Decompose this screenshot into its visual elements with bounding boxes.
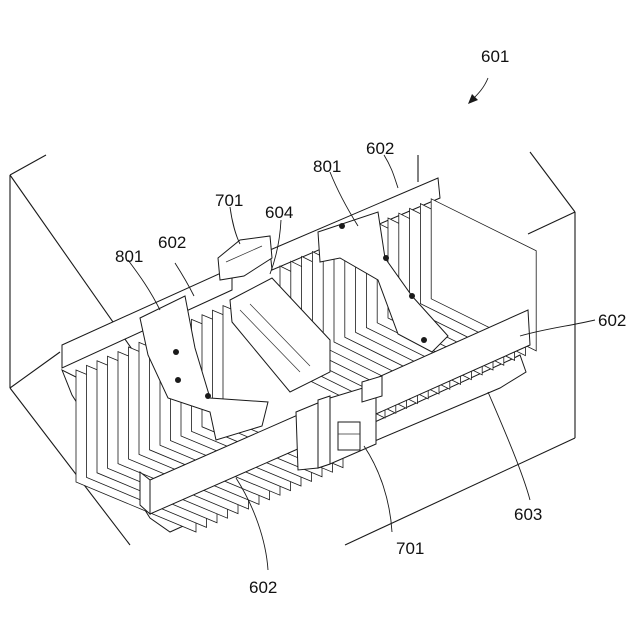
label-601: 601 (481, 47, 509, 66)
bolt-icon (421, 337, 427, 343)
label-801-left: 801 (115, 247, 143, 266)
connector-top (218, 236, 272, 280)
label-801-right: 801 (313, 157, 341, 176)
bolt-icon (175, 377, 181, 383)
bolt-icon (409, 293, 415, 299)
assembly-arrow-icon (468, 78, 488, 104)
bolt-icon (205, 393, 211, 399)
label-602-right: 602 (598, 311, 626, 330)
label-701-top: 701 (215, 191, 243, 210)
label-701-bottom: 701 (396, 539, 424, 558)
bolt-icon (173, 349, 179, 355)
bolt-icon (383, 255, 389, 261)
label-603: 603 (514, 505, 542, 524)
label-604: 604 (265, 203, 293, 222)
label-602-top-left: 602 (158, 233, 186, 252)
label-602-top-right: 602 (366, 139, 394, 158)
bolt-icon (339, 223, 345, 229)
label-602-bottom: 602 (249, 578, 277, 597)
